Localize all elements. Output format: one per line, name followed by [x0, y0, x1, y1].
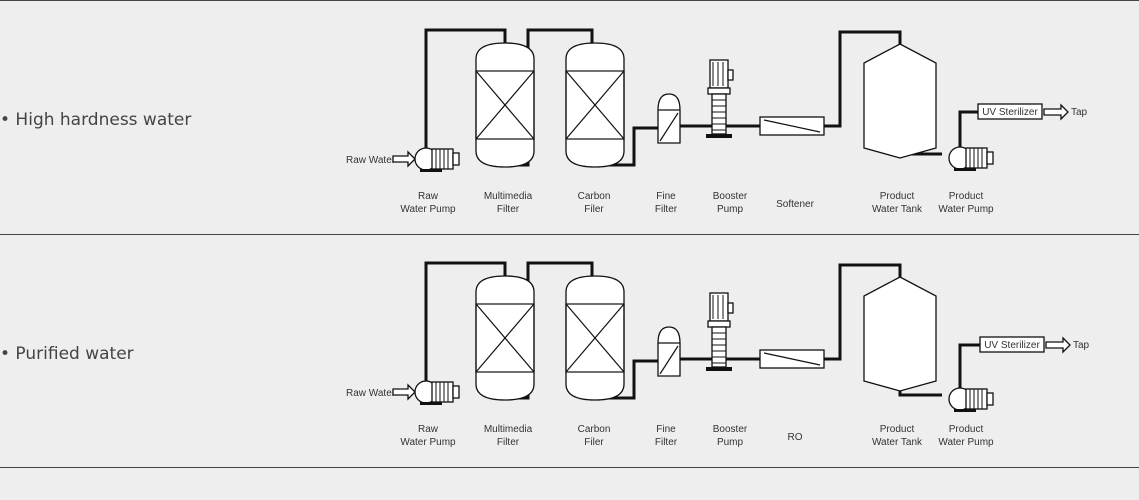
- row1-label-6: Softener: [776, 199, 814, 210]
- divider-middle: [0, 234, 1139, 235]
- row2-tap-label: Tap: [1073, 340, 1090, 351]
- row1-pipe-to-product-tank: [824, 30, 902, 128]
- row2-product-water-pump-motor: [965, 388, 988, 410]
- row1-uv-sterilizer: [977, 103, 1043, 120]
- row1-pipe-pump-to-uv: [958, 110, 978, 148]
- row2-raw-water-pump-motor: [431, 381, 454, 403]
- divider-top: [0, 0, 1139, 1]
- row2-product-tank: [863, 276, 937, 392]
- row1-product-tank: [863, 43, 937, 159]
- row2-pipe-to-product-tank: [824, 263, 902, 361]
- row1-raw-water-pump-motor: [431, 148, 454, 170]
- row1-tap-label: Tap: [1071, 107, 1088, 118]
- row1-inlet-label: Raw Water: [346, 155, 396, 166]
- row1-product-water-pump-motor: [965, 147, 988, 169]
- row2-uv-sterilizer: [979, 336, 1045, 353]
- row2-pipe-pump-to-uv: [958, 343, 980, 389]
- row2-uv-label: UV Sterilizer: [984, 340, 1040, 351]
- row2-fine-filter: [657, 326, 681, 377]
- row1-fine-filter: [657, 93, 681, 144]
- row-title-high-hardness: • High hardness water: [0, 110, 192, 130]
- divider-bottom: [0, 467, 1139, 468]
- row-title-purified: • Purified water: [0, 344, 134, 364]
- row2-inlet-label: Raw Water: [346, 388, 396, 399]
- row1-uv-label: UV Sterilizer: [982, 107, 1038, 118]
- row2-label-6: RO: [788, 432, 803, 443]
